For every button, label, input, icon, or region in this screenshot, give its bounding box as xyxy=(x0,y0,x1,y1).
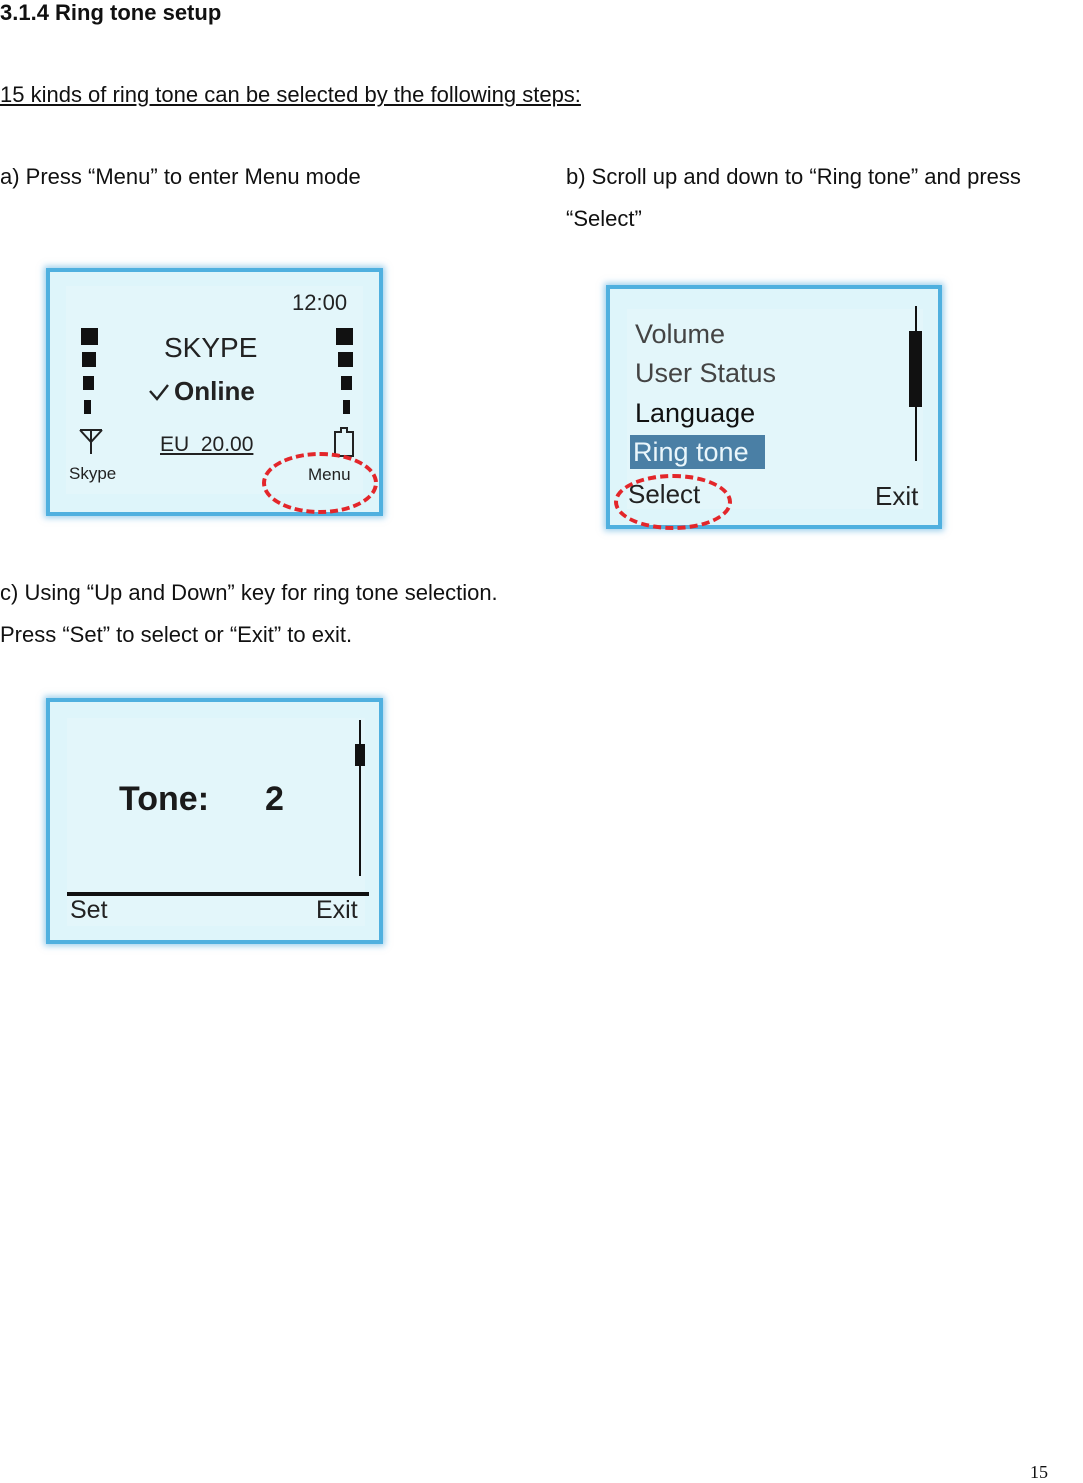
highlight-circle-menu xyxy=(262,452,378,514)
menu-item-user-status[interactable]: User Status xyxy=(635,358,777,388)
softkey-skype: Skype xyxy=(69,464,117,483)
softkey-exit-tone[interactable]: Exit xyxy=(316,896,358,924)
section-heading: 3.1.4 Ring tone setup xyxy=(0,0,222,25)
screen-idle-display: 12:00 SKYPE Online EU 20.00 Skype Menu xyxy=(66,286,363,494)
menu-item-language[interactable]: Language xyxy=(635,398,756,428)
screen-idle: 12:00 SKYPE Online EU 20.00 Skype Menu xyxy=(46,268,383,516)
clock-time: 12:00 xyxy=(292,290,348,315)
step-a-text: a) Press “Menu” to enter Menu mode xyxy=(0,164,361,189)
online-status: Online xyxy=(174,376,255,406)
menu-item-volume[interactable]: Volume xyxy=(635,319,726,349)
page-number: 15 xyxy=(1030,1462,1048,1482)
step-b-text: b) Scroll up and down to “Ring tone” and… xyxy=(566,164,1021,231)
account-balance: EU 20.00 xyxy=(160,433,254,456)
service-title: SKYPE xyxy=(164,332,258,363)
menu-item-ring-tone-selected[interactable]: Ring tone xyxy=(630,435,765,469)
tone-divider xyxy=(67,892,369,896)
tone-label: Tone: xyxy=(119,780,210,818)
check-icon xyxy=(149,384,169,401)
softkey-exit[interactable]: Exit xyxy=(875,481,919,511)
highlight-circle-select xyxy=(614,474,732,530)
softkey-set[interactable]: Set xyxy=(70,896,108,924)
intro-text: 15 kinds of ring tone can be selected by… xyxy=(0,82,581,107)
step-c-text: c) Using “Up and Down” key for ring tone… xyxy=(0,580,498,647)
screen-tone: Tone: 2 Set Exit xyxy=(46,698,383,944)
antenna-icon xyxy=(79,429,103,454)
screen-menu: Volume User Status Language Ring tone Se… xyxy=(606,285,942,529)
tone-value: 2 xyxy=(265,780,284,818)
screen-tone-display: Tone: 2 Set Exit xyxy=(67,718,369,926)
